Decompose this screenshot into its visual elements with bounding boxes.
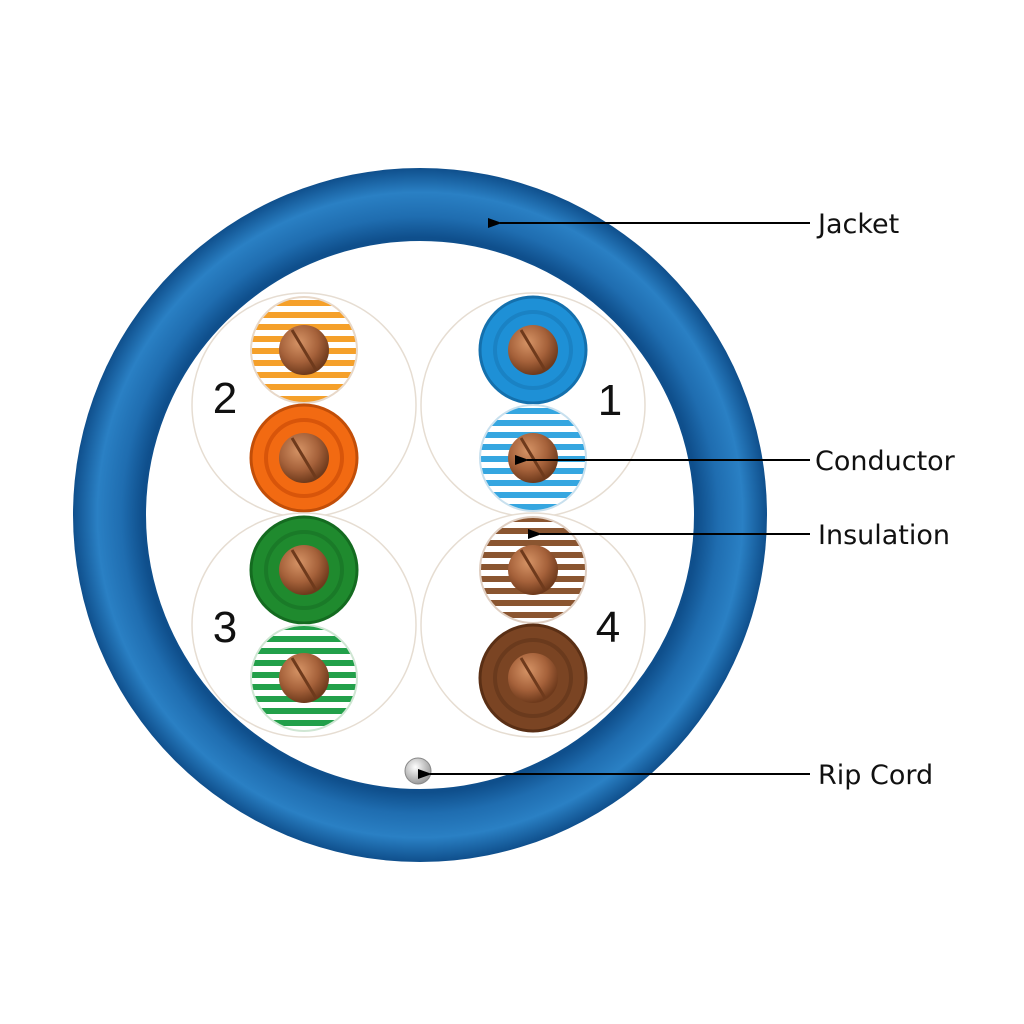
pair-number-4: 4 [596,603,620,652]
insulation-label: Insulation [818,520,950,551]
rip-cord [404,757,432,785]
conductor-label: Conductor [815,446,956,477]
jacket-label: Jacket [816,209,899,240]
rip-cord-label: Rip Cord [818,760,933,791]
pair-number-3: 3 [213,603,237,652]
pair-number-2: 2 [213,374,237,423]
pair-4 [420,512,646,738]
pair-2 [191,292,417,518]
pair-3 [191,512,417,738]
pair-number-1: 1 [598,376,622,425]
